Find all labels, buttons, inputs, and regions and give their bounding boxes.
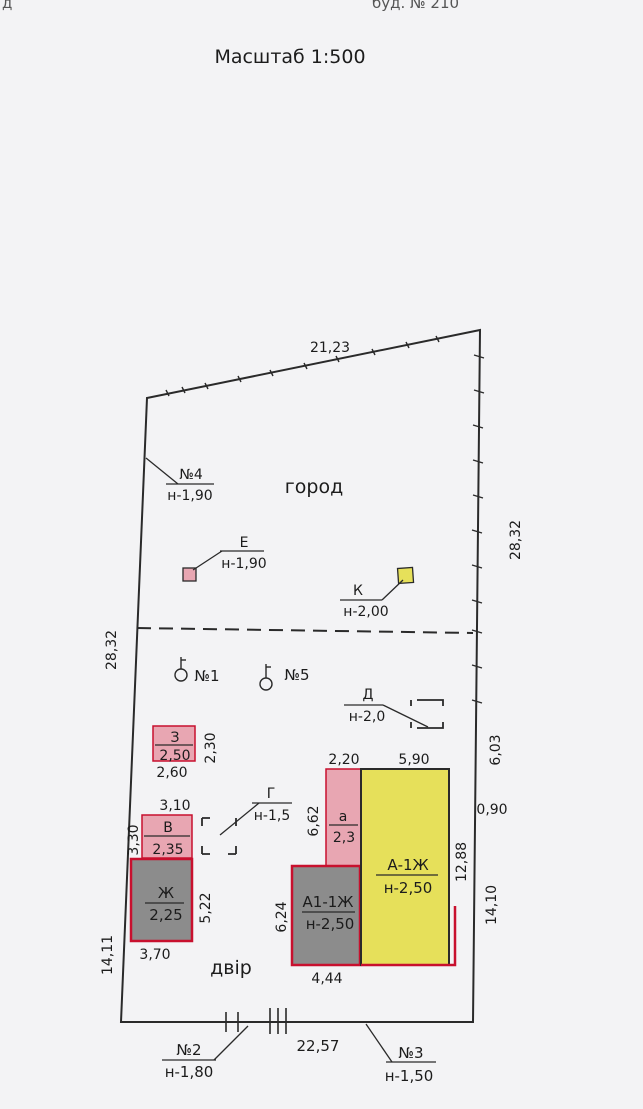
building-main (360, 768, 450, 966)
bottom-length-label: 22,57 (297, 1037, 340, 1055)
scale-title: Масштаб 1:500 (214, 46, 365, 68)
building-a-depth: 6,62 (306, 805, 322, 836)
leader-g (219, 802, 260, 836)
right-offset-a-label: 6,03 (488, 734, 504, 765)
building-zh-depth: 5,22 (198, 892, 214, 923)
well-5-label: №5 (284, 666, 309, 684)
object-k-marker (396, 566, 415, 585)
object-d-marker (410, 699, 444, 729)
fence-marks-top (165, 335, 440, 397)
building-main-depth: 12,88 (454, 842, 470, 882)
building-z-name: З (171, 730, 180, 746)
building-v-depth: 3,30 (126, 824, 142, 855)
leader-n2 (213, 1025, 249, 1061)
building-z (152, 725, 196, 762)
gate-marks (225, 1008, 287, 1034)
building-main-height: н-2,50 (384, 879, 433, 897)
building-zh (129, 857, 194, 943)
object-k-name: К (353, 583, 363, 599)
building-a1-height: н-2,50 (306, 915, 355, 933)
object-k-height: н-2,00 (343, 604, 388, 620)
left-lower-length-label: 14,11 (100, 935, 116, 975)
well-5-icon (259, 664, 273, 691)
left-length-label: 28,32 (104, 630, 120, 670)
object-n2-name: №2 (176, 1041, 201, 1059)
leader-n4 (145, 457, 179, 485)
corner-mark-left: д (2, 0, 13, 12)
plot-boundary (119, 328, 482, 1023)
leader-n3 (365, 1023, 393, 1063)
building-z-width: 2,60 (156, 765, 187, 781)
building-z-value: 2,50 (159, 748, 190, 764)
right-lower-length-label: 14,10 (484, 885, 500, 925)
object-e-name: Е (240, 535, 249, 551)
garden-divider (136, 627, 474, 634)
building-a1-depth: 6,24 (274, 901, 290, 932)
building-a (325, 768, 362, 867)
building-a1-width: 4,44 (311, 971, 342, 987)
building-zh-value: 2,25 (149, 906, 182, 924)
object-d-name: Д (363, 687, 374, 703)
top-length-label: 21,23 (310, 340, 350, 356)
object-g-name: Г (267, 786, 276, 802)
object-g-height: н-1,5 (254, 808, 290, 824)
object-d-height: н-2,0 (349, 709, 385, 725)
object-g-marker (201, 817, 237, 855)
building-zh-name: Ж (158, 884, 174, 902)
right-length-label: 28,32 (508, 520, 524, 560)
building-v-width: 3,10 (159, 798, 190, 814)
building-a1-name: А1-1Ж (303, 893, 354, 911)
leader-e (192, 550, 223, 571)
object-e-marker (182, 567, 197, 582)
building-a-name: а (339, 809, 348, 825)
object-n3-height: н-1,50 (385, 1067, 434, 1085)
object-n4-height: н-1,90 (167, 488, 212, 504)
zone-yard-label: двір (210, 957, 252, 979)
building-a-width: 2,20 (328, 752, 359, 768)
building-zh-width: 3,70 (139, 947, 170, 963)
building-v-value: 2,35 (152, 842, 183, 858)
right-offset-b-label: 0,90 (476, 802, 507, 818)
well-1-label: №1 (194, 667, 219, 685)
building-main-red-edge (361, 906, 457, 967)
building-main-name: А-1Ж (387, 856, 428, 874)
building-main-width: 5,90 (398, 752, 429, 768)
object-n2-height: н-1,80 (165, 1063, 214, 1081)
well-1-icon (174, 657, 188, 682)
building-z-depth: 2,30 (203, 732, 219, 763)
object-n4-name: №4 (179, 467, 203, 483)
leader-d (382, 704, 429, 728)
building-v-name: В (163, 820, 173, 836)
building-a-value: 2,3 (333, 830, 355, 846)
leader-k (381, 579, 404, 601)
object-e-height: н-1,90 (221, 556, 266, 572)
object-n3-name: №3 (398, 1044, 423, 1062)
fence-marks-right (471, 354, 485, 704)
zone-garden-label: город (285, 476, 343, 498)
corner-mark-right: буд. № 210 (372, 0, 460, 12)
